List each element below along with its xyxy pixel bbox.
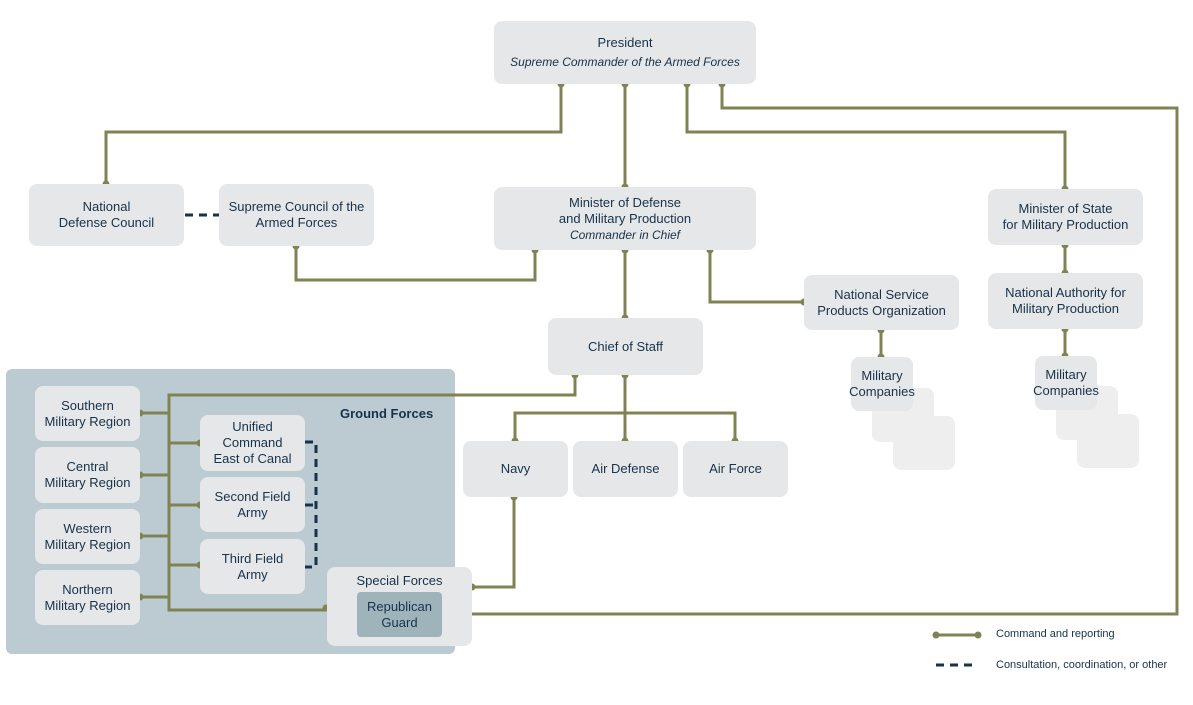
second-army-title: Second Field Army: [214, 488, 291, 520]
president-title: President: [597, 35, 653, 50]
military-companies-2-box: Military Companies: [1033, 356, 1099, 410]
minister-defense-box: Minister of Defense and Military Product…: [494, 187, 756, 250]
line-mod-nspo: [708, 250, 804, 304]
military-companies-2-title: Military Companies: [1033, 367, 1099, 398]
minister-defense-subtitle: Commander in Chief: [569, 227, 681, 242]
special-forces-title: Special Forces: [356, 573, 443, 588]
national-defense-council-title: National Defense Council: [58, 199, 155, 230]
minister-state-title: Minister of State for Military Productio…: [1002, 201, 1129, 232]
president-box: President Supreme Commander of the Armed…: [494, 21, 756, 84]
southern-region-box: Southern Military Region: [35, 386, 140, 441]
line-president-guard: [443, 84, 1179, 616]
national-defense-council-box: National Defense Council: [29, 184, 184, 246]
navy-title: Navy: [500, 461, 531, 476]
chief-of-staff-title: Chief of Staff: [588, 338, 663, 354]
central-region-title: Central Military Region: [44, 459, 131, 490]
air-force-title: Air Force: [709, 461, 762, 476]
line-navy-special: [472, 497, 516, 589]
line-scaf-mod: [294, 246, 537, 282]
military-companies-1-title: Military Companies: [849, 368, 915, 399]
minister-state-box: Minister of State for Military Productio…: [988, 189, 1143, 245]
line-president-mos: [685, 84, 1067, 189]
third-army-box: Third Field Army: [200, 539, 305, 594]
republican-guard-title: Republican Guard: [366, 598, 433, 630]
national-service-title: National Service Products Organization: [817, 286, 946, 318]
military-companies-1-box: Military Companies: [849, 357, 915, 411]
national-authority-box: National Authority for Military Producti…: [988, 273, 1143, 329]
central-region-box: Central Military Region: [35, 447, 140, 503]
national-service-box: National Service Products Organization: [804, 275, 959, 330]
air-force-box: Air Force: [683, 441, 788, 497]
navy-box: Navy: [463, 441, 568, 497]
minister-defense-title: Minister of Defense and Military Product…: [558, 194, 692, 226]
republican-guard-box: Republican Guard: [357, 592, 442, 637]
ground-forces-label: Ground Forces: [340, 406, 434, 421]
second-army-box: Second Field Army: [200, 477, 305, 532]
companies-stack-shadow: [893, 416, 955, 470]
western-region-title: Western Military Region: [44, 520, 131, 552]
line-branches-bar: [513, 411, 737, 441]
line-president-ndc: [104, 84, 563, 184]
line-cos-ground: [167, 375, 577, 612]
legend-consultation-label: Consultation, coordination, or other: [996, 659, 1168, 671]
legend-command-label: Command and reporting: [996, 628, 1115, 640]
national-authority-title: National Authority for Military Producti…: [1005, 285, 1126, 316]
supreme-council-title: Supreme Council of the Armed Forces: [228, 199, 365, 230]
companies-stack-shadow: [1077, 414, 1139, 468]
northern-region-box: Northern Military Region: [35, 570, 140, 625]
western-region-box: Western Military Region: [35, 509, 140, 564]
unified-command-box: Unified Command East of Canal: [200, 415, 305, 471]
supreme-council-box: Supreme Council of the Armed Forces: [219, 184, 374, 246]
line-armies-consult: [305, 440, 318, 569]
northern-region-title: Northern Military Region: [44, 581, 131, 613]
president-subtitle: Supreme Commander of the Armed Forces: [510, 55, 740, 69]
southern-region-title: Southern Military Region: [44, 397, 131, 429]
third-army-title: Third Field Army: [221, 550, 284, 582]
chief-of-staff-box: Chief of Staff: [548, 318, 703, 375]
unified-command-title: Unified Command East of Canal: [213, 419, 292, 466]
air-defense-title: Air Defense: [591, 461, 660, 476]
air-defense-box: Air Defense: [573, 441, 678, 497]
